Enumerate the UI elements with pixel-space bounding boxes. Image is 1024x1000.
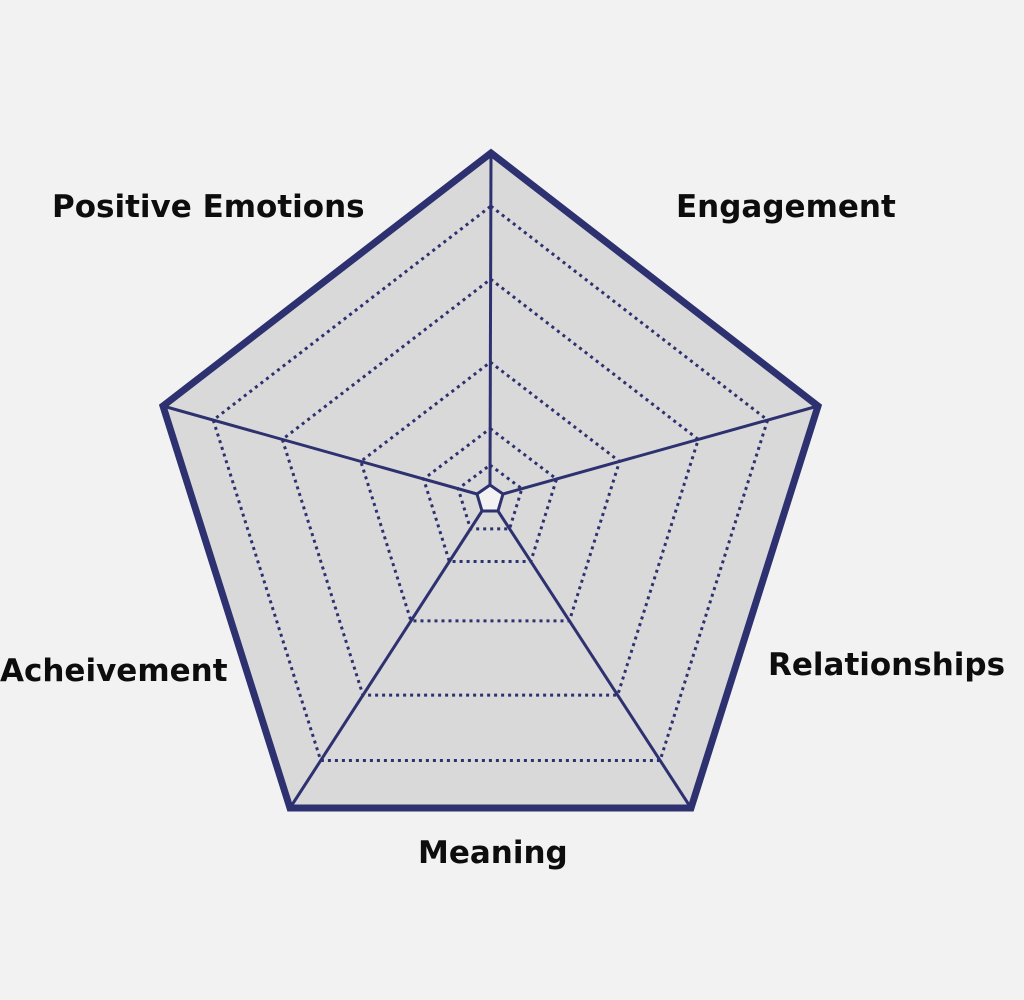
- axis-label-relationships: Relationships: [768, 647, 1006, 683]
- spoke-achievement: [162, 404, 478, 496]
- ring-3: [359, 360, 622, 623]
- spoke-positive: [488, 152, 493, 486]
- outer-pentagon-border: [158, 148, 823, 812]
- ring-2: [421, 426, 559, 563]
- axis-label-engagement: Engagement: [676, 189, 896, 225]
- axis-label-achievement: Acheivement: [0, 653, 228, 689]
- ring-4: [280, 277, 701, 697]
- spoke-engagement: [502, 404, 819, 496]
- axis-label-meaning: Meaning: [418, 835, 568, 871]
- axis-label-positive-emotions: Positive Emotions: [52, 189, 365, 225]
- ring-5: [211, 204, 770, 762]
- spoke-group: [162, 152, 819, 809]
- spoke-meaning: [288, 510, 484, 809]
- spoke-relationships: [496, 510, 693, 809]
- ring-group: [211, 204, 770, 762]
- ring-1: [456, 463, 524, 531]
- center-pentagon: [475, 483, 505, 513]
